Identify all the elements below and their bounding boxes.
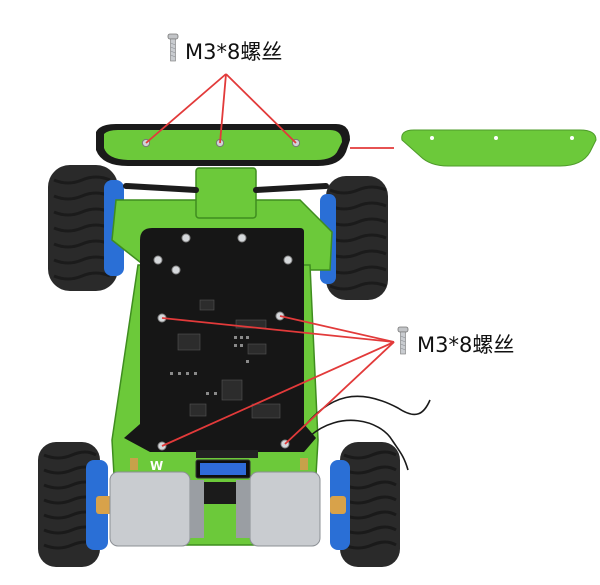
screw-icon (397, 326, 409, 355)
front-right-wheel (320, 176, 388, 300)
screw-icon (167, 33, 179, 62)
bumper-plate-detached (401, 129, 597, 167)
brand-logo: W (150, 459, 163, 473)
front-left-wheel (48, 165, 124, 291)
control-board: W (124, 228, 316, 479)
front-bumper-mounted (96, 124, 350, 166)
annotation-lines (145, 73, 395, 447)
screw-label-top: M3*8螺丝 (185, 40, 283, 64)
rear-left-wheel (38, 442, 112, 567)
rear-motors (109, 471, 321, 547)
rear-right-wheel (330, 442, 400, 567)
steering-linkage (123, 183, 329, 193)
screw-label-right: M3*8螺丝 (417, 333, 515, 357)
